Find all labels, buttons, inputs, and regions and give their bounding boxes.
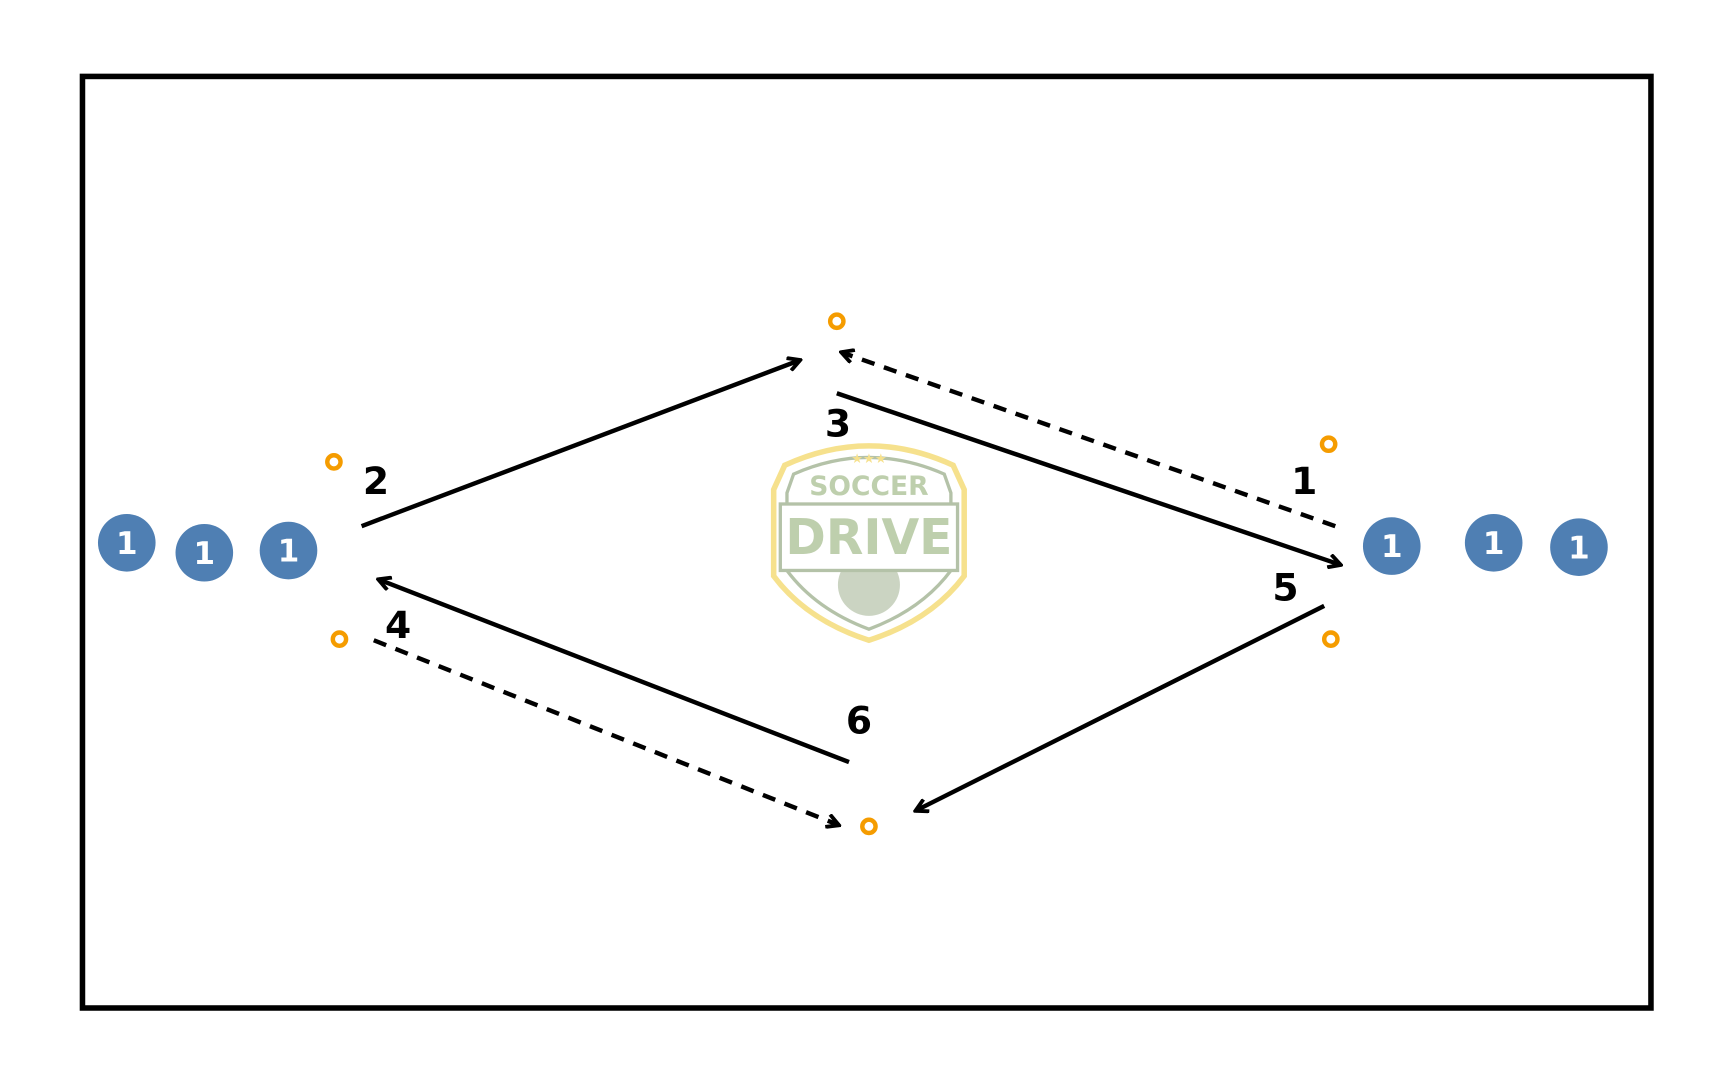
cone xyxy=(860,817,878,836)
logo-text-soccer: SOCCER xyxy=(809,471,928,502)
player-label: 1 xyxy=(1381,529,1403,565)
player-label: 1 xyxy=(194,536,216,572)
pass-arrow-3 xyxy=(836,391,1341,565)
pass-arrow-5 xyxy=(915,603,1326,811)
step-label-2: 2 xyxy=(363,459,389,503)
player: 1 xyxy=(1550,518,1608,576)
step-label-1: 1 xyxy=(1291,459,1317,503)
player: 1 xyxy=(1362,517,1421,575)
player: 1 xyxy=(259,521,318,580)
player: 1 xyxy=(175,523,234,582)
player-label: 1 xyxy=(1483,526,1505,562)
step-label-4: 4 xyxy=(385,603,411,647)
run-arrow-1 xyxy=(841,352,1337,529)
pass-arrow-2 xyxy=(360,360,801,529)
cones xyxy=(325,312,1340,836)
player-label: 1 xyxy=(1568,530,1590,566)
cone xyxy=(325,453,343,471)
step-label-5: 5 xyxy=(1272,565,1298,609)
pass-arrow-6 xyxy=(378,579,850,765)
step-label-3: 3 xyxy=(825,401,851,445)
player-label: 1 xyxy=(278,534,300,570)
soccer-drive-logo: ★★★ SOCCER DRIVE xyxy=(770,443,967,644)
player: 1 xyxy=(97,513,156,572)
cone xyxy=(1319,435,1338,454)
cone xyxy=(330,630,349,648)
field-boundary xyxy=(79,73,1654,1011)
step-label-6: 6 xyxy=(846,698,872,742)
player-label: 1 xyxy=(116,526,138,562)
logo-text-drive: DRIVE xyxy=(785,510,952,566)
svg-text:★★★: ★★★ xyxy=(851,452,887,467)
player: 1 xyxy=(1464,513,1523,572)
cone xyxy=(827,312,846,331)
cone xyxy=(1321,630,1340,648)
